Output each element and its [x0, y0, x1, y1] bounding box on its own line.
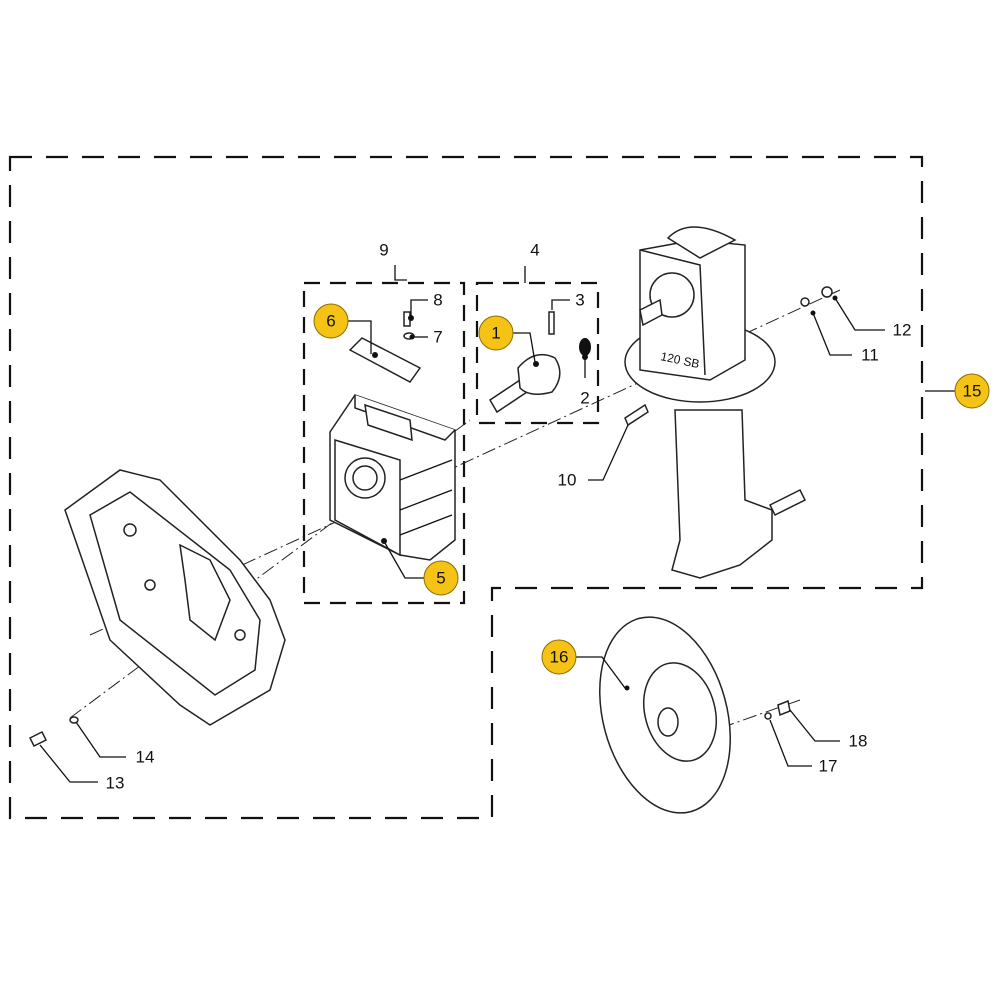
bellhousing	[64, 469, 286, 726]
flex-plate	[599, 616, 791, 814]
callout-16[interactable]: 16	[541, 639, 577, 675]
svg-text:16: 16	[550, 648, 569, 667]
adapter-housing	[329, 394, 456, 561]
callout-12[interactable]: 12	[893, 321, 912, 340]
callout-5[interactable]: 5	[423, 560, 459, 596]
leader-lines	[39, 265, 955, 783]
callout-18[interactable]: 18	[849, 732, 868, 751]
svg-text:5: 5	[436, 569, 445, 588]
callout-1[interactable]: 1	[478, 315, 514, 351]
callout-4[interactable]: 4	[530, 241, 539, 260]
assembly-15-boundary	[8, 155, 924, 820]
callout-11[interactable]: 11	[861, 346, 879, 365]
callout-10[interactable]: 10	[558, 471, 577, 490]
callout-6[interactable]: 6	[313, 303, 349, 339]
cover-plate	[348, 337, 422, 383]
gearbox: 120 SB	[624, 226, 838, 579]
callout-15[interactable]: 15	[954, 373, 990, 409]
callout-9[interactable]: 9	[379, 241, 388, 260]
svg-text:15: 15	[963, 382, 982, 401]
callout-13[interactable]: 13	[106, 774, 125, 793]
shaft-axis	[89, 289, 841, 636]
shaft-coupling	[488, 311, 591, 414]
screw-and-washer	[403, 311, 415, 340]
assembly-9-boundary	[302, 281, 466, 605]
callout-2[interactable]: 2	[580, 389, 589, 408]
callout-7[interactable]: 7	[433, 328, 442, 347]
svg-text:6: 6	[326, 312, 335, 331]
callout-3[interactable]: 3	[575, 291, 584, 310]
svg-text:1: 1	[491, 324, 500, 343]
assembly-4-boundary	[475, 281, 600, 425]
callout-17[interactable]: 17	[819, 757, 838, 776]
callout-14[interactable]: 14	[136, 748, 155, 767]
bolt-and-washer	[28, 716, 79, 748]
callout-8[interactable]: 8	[433, 291, 442, 310]
